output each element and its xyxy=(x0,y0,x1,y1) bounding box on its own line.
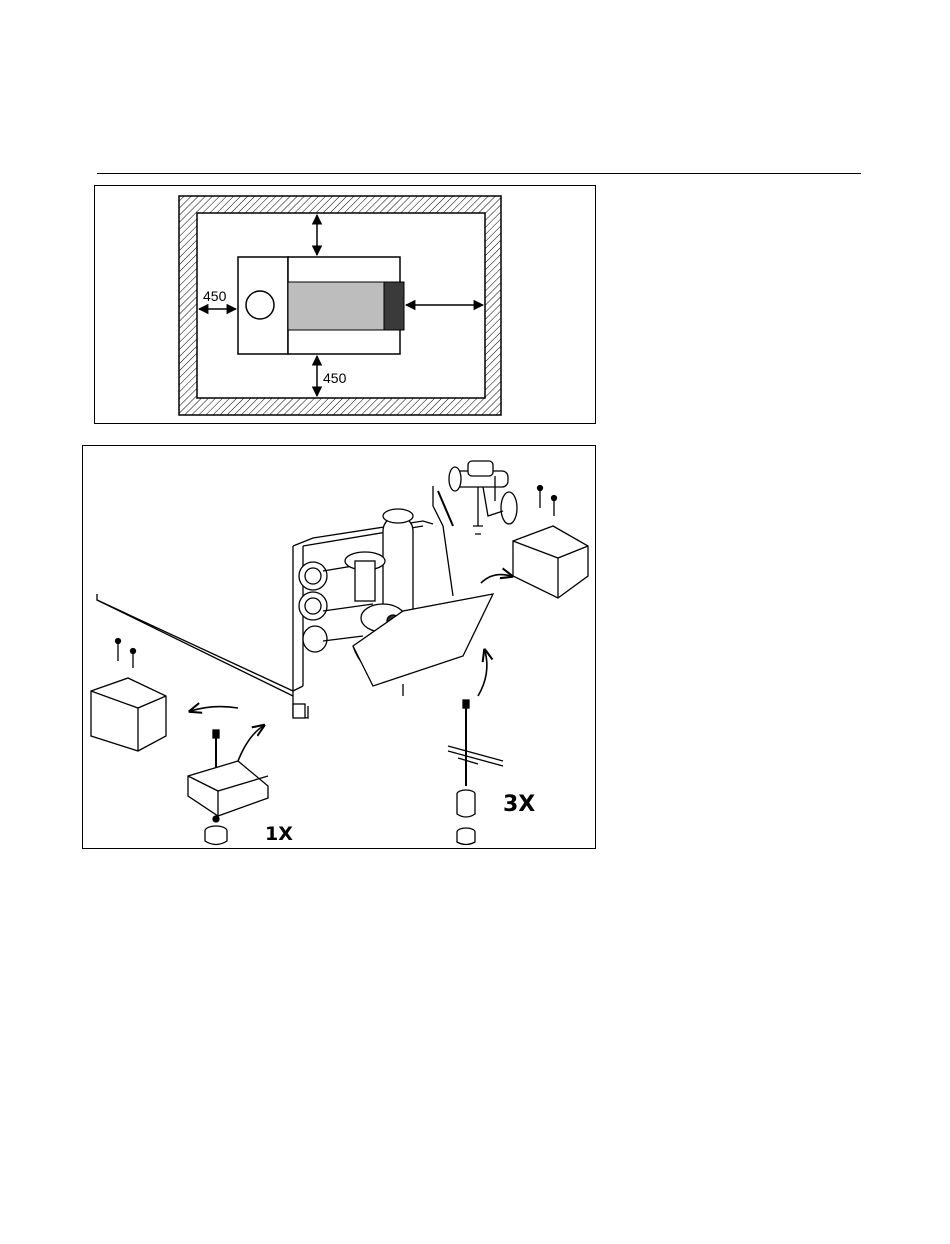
front-foot-assembly xyxy=(188,730,268,845)
burner-block xyxy=(384,282,404,330)
curved-arrow-right-block xyxy=(481,575,511,583)
header-rule xyxy=(97,173,861,174)
curved-arrow-rear-foot xyxy=(478,651,487,696)
screws-left xyxy=(116,639,136,669)
curved-arrow-left-block xyxy=(191,707,238,711)
installation-figure: 1X 3X xyxy=(82,445,596,849)
dimension-left-label: 450 xyxy=(203,288,227,304)
transport-block-left xyxy=(91,678,166,751)
heat-exchanger xyxy=(288,282,384,330)
installation-diagram: 1X 3X xyxy=(83,446,595,848)
burner-circle xyxy=(246,291,274,319)
quantity-front-label: 1X xyxy=(265,823,293,845)
clearance-diagram: 450 450 xyxy=(95,186,595,423)
quantity-side-label: 3X xyxy=(503,792,535,817)
clearance-figure: 450 450 xyxy=(94,185,596,424)
transport-block-right xyxy=(513,526,588,598)
rear-foot-assembly xyxy=(448,700,503,845)
valve-assembly xyxy=(449,461,517,534)
screws-right xyxy=(538,486,557,517)
curved-arrow-front-foot xyxy=(238,726,263,761)
dimension-bottom-label: 450 xyxy=(323,370,347,386)
